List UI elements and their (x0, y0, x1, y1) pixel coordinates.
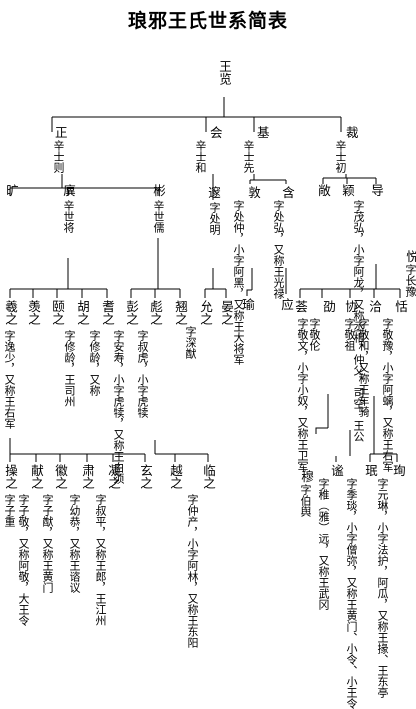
note-yue: 字长豫 (404, 264, 416, 297)
node-bin: 彬 (151, 184, 166, 197)
note-shao: 字敬伦 (308, 318, 321, 351)
node-tian: 恬 (393, 300, 408, 313)
note-xizhi: 字逸少，又称王右军 (3, 330, 16, 429)
link-ji (249, 174, 287, 184)
node-xianzhi: 献之 (29, 464, 44, 489)
note-pengzhi: 字安寿，小字虎犊，又称王白须 (112, 330, 125, 484)
node-caozhi: 操之 (3, 464, 18, 489)
node-xizhi: 羲之 (3, 300, 18, 325)
node-dun: 敦 (246, 186, 261, 199)
note-xianzhi: 字子敬，又称阿敬，大王令 (17, 494, 30, 626)
node-jizhi: 羡之 (26, 300, 41, 325)
node-qizhi: 耆之 (100, 300, 115, 325)
note-xun: 字元琳，小字法护，阿瓜，又称王掾、王东亭 (376, 478, 389, 698)
note-yunzhi: 字深猷 (184, 326, 197, 359)
node-pengzhi: 彭之 (124, 300, 139, 325)
node-yizhi: 颐之 (50, 300, 65, 325)
note-biaozhi: 字叔虎，小字虎犊 (136, 330, 149, 418)
link-biaozhi (154, 440, 209, 462)
node-ji: 基 (257, 125, 270, 140)
node-hui: 会 (210, 125, 223, 140)
note-huzhi: 字修龄，王司州 (63, 330, 76, 407)
node-huzhi: 胡之 (75, 300, 90, 325)
link-yi (9, 258, 108, 298)
node-xuanzhi: 玄之 (138, 464, 153, 489)
node-biaozhi: 彪之 (148, 300, 163, 325)
note-min: 字季琰，小字僧弥，又称王黄门、小令、小王令 (345, 478, 358, 709)
note-xie: 字敬祖 (343, 318, 356, 351)
link-bin (130, 238, 181, 298)
node-ying2: 应 (279, 298, 294, 311)
node-xun: 珣 (391, 464, 406, 477)
lineage-lines (9, 97, 401, 462)
node-yue: 悦 (404, 250, 416, 263)
link-zheng (9, 174, 159, 196)
note-cai: 辛士初 (334, 140, 347, 173)
note-ningzhi: 字叔平，又称王郎，王江州 (94, 494, 107, 626)
node-suzhi: 肃之 (80, 464, 95, 489)
note-yi: 辛世将 (62, 200, 75, 233)
link-tian (369, 396, 398, 462)
node-huizhi: 徽之 (53, 464, 68, 489)
node-shao: 劭 (321, 300, 336, 313)
link-sui (204, 268, 227, 298)
note-hui2: 字敬文，小字小奴，又称王卫军 (296, 318, 309, 472)
node-cai: 裁 (346, 125, 359, 140)
note-qia: 字敬和，又称王车骑 (357, 318, 370, 417)
node-mi: 谧 (329, 464, 344, 477)
node-qia: 洽 (367, 300, 382, 313)
node-chang: 敞 (316, 184, 331, 197)
node-ningzhi: 凝之 (106, 464, 121, 489)
note-mi: 字稚（雅）远，又称王武冈 (317, 478, 330, 610)
node-mu: 穆 (299, 470, 314, 483)
link-dao (299, 264, 401, 298)
link-qia (335, 430, 351, 462)
node-ying: 颖 (340, 184, 355, 197)
note-sui: 字处明 (208, 202, 221, 235)
link-cai (322, 174, 377, 184)
link-root (51, 97, 342, 132)
note-han: 字处弘，又称王光禄 (272, 200, 285, 299)
root-wanglan: 王览 (217, 60, 232, 85)
note-caozhi: 字子重 (3, 494, 16, 527)
chart-title: 琅邪王氏世系简表 (127, 10, 288, 32)
node-han: 含 (280, 186, 295, 199)
link-shao (315, 394, 329, 434)
note-hui: 辛士和 (194, 140, 207, 173)
node-yizhi2: 翘之 (173, 300, 188, 325)
genealogy-chart: 琅邪王氏世系简表 王览 正 辛士则 会 辛士和 基 辛士先 裁 辛士初 旷 廙 … (3, 10, 416, 709)
note-linzhi: 字仲产，小字阿林，又称王东阳 (186, 494, 199, 648)
node-yunzhi: 允之 (198, 300, 213, 325)
link-dun-han (246, 268, 287, 296)
note-bin: 辛世儒 (152, 200, 165, 233)
note-ji: 辛士先 (242, 140, 255, 173)
note-tian: 字敬豫，小字阿螭，又称王右军 (381, 318, 394, 472)
node-zheng: 正 (55, 125, 68, 140)
node-min: 珉 (363, 464, 378, 477)
note-suzhi: 字幼恭，又称王谘议 (68, 494, 81, 593)
node-linzhi: 临之 (201, 464, 216, 489)
node-yanzhi: 晏之 (219, 300, 234, 325)
node-xie: 协 (343, 300, 358, 313)
link-xizhi (9, 438, 146, 462)
node-dao-name: 导 (369, 184, 384, 197)
node-kuang: 旷 (4, 184, 19, 197)
node-hui2: 荟 (293, 300, 308, 313)
note-dao: 字茂弘，小字阿龙，又称丞相、仲父、司空、王公 (352, 200, 365, 442)
note-huizhi: 字子猷，又称王黄门 (41, 494, 54, 593)
note-qizhi: 字修龄，又称 (88, 330, 101, 396)
node-yu: 瑜 (240, 298, 255, 311)
node-yuezhi: 越之 (168, 464, 183, 489)
node-yi: 廙 (61, 184, 76, 197)
node-sui: 邃 (206, 186, 221, 199)
note-zheng: 辛士则 (52, 140, 65, 173)
note-mu: 字伯舆 (299, 484, 312, 517)
note-dun: 字处仲，小字阿黑，又称王大将军 (232, 200, 245, 365)
